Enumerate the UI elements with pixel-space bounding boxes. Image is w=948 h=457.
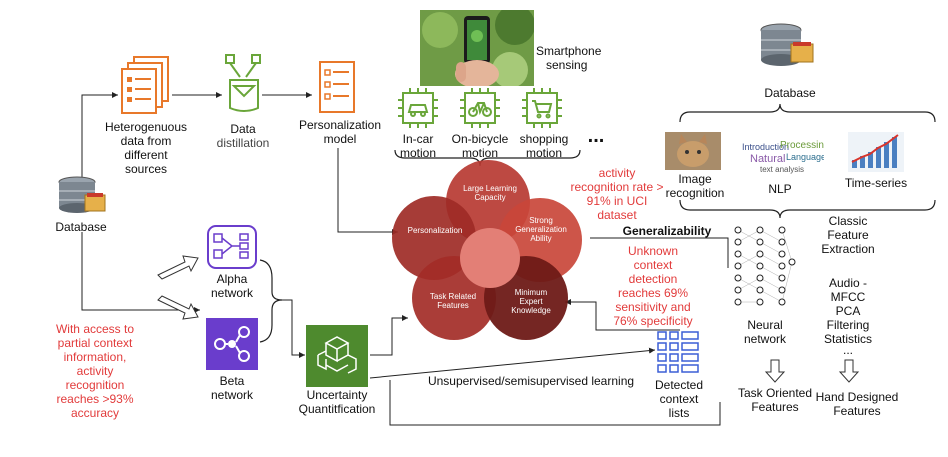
partial-context-text: With access to partial context informati…	[55, 322, 135, 420]
documents-icon	[121, 56, 169, 114]
flower-center	[460, 228, 520, 288]
context-lists-icon	[657, 331, 699, 373]
petal-large-label: Large Learning Capacity	[463, 184, 517, 202]
alpha-network-label: Alpha network	[210, 272, 254, 300]
neural-network-icon	[734, 226, 796, 306]
time-series-image	[848, 132, 904, 172]
time-series-label: Time-series	[844, 176, 908, 190]
audio-features-label: Audio - MFCC PCA Filtering Statistics ..…	[823, 276, 872, 357]
task-oriented-label: Task Oriented Features	[737, 386, 813, 414]
unsupervised-label: Unsupervised/semisupervised learning	[427, 374, 635, 388]
checklist-icon	[319, 61, 355, 113]
petal-task-label: Task Related Features	[429, 292, 477, 310]
beta-network-icon	[206, 318, 258, 370]
petal-strong-label: Strong Generalization Ability	[515, 216, 567, 243]
smartphone-photo	[420, 10, 534, 86]
flower-diagram	[392, 160, 582, 340]
unknown-context-text: Unknown context detection reaches 69% se…	[613, 244, 693, 328]
uncertainty-icon	[306, 325, 368, 387]
detected-context-label: Detected context lists	[654, 378, 704, 420]
image-recognition-label: Image recognition	[665, 172, 725, 200]
car-chip-icon	[398, 88, 438, 128]
personalization-model-label: Personalization model	[298, 118, 382, 146]
more-motions: ...	[587, 125, 605, 147]
svg-text:Introduction: Introduction	[742, 142, 789, 152]
petal-minimum-label: Minimum Expert Knowledge	[511, 288, 551, 315]
petal-personalization-label: Personalization	[407, 226, 463, 235]
nlp-label: NLP	[768, 182, 792, 196]
neural-network-label: Neural network	[743, 318, 787, 346]
smartphone-label: Smartphone sensing	[536, 44, 602, 72]
cart-chip-icon	[522, 88, 562, 128]
car-motion-label: In-car motion	[399, 132, 437, 160]
svg-text:Language: Language	[786, 152, 824, 162]
bicycle-chip-icon	[460, 88, 500, 128]
nlp-word-cloud: Introduction Processing Natural Language…	[742, 140, 824, 174]
classic-feature-label: Classic Feature Extraction	[821, 214, 875, 256]
database-left-label: Database	[55, 220, 107, 234]
generalizability-label: Generalizability	[622, 224, 712, 238]
bike-motion-label: On-bicycle motion	[451, 132, 509, 160]
cat-image	[665, 132, 721, 170]
hetero-label: Heterogenuous data from different source…	[104, 120, 188, 176]
hand-designed-label: Hand Designed Features	[815, 390, 899, 418]
svg-text:Natural: Natural	[750, 153, 785, 165]
svg-text:Processing: Processing	[780, 140, 824, 151]
shop-motion-label: shopping motion	[519, 132, 569, 160]
database-left-icon	[58, 176, 106, 213]
distillation-icon	[225, 54, 261, 112]
database-right-icon	[760, 23, 814, 66]
database-right-label: Database	[764, 86, 816, 100]
svg-text:text analysis: text analysis	[760, 165, 804, 174]
distill-label: Data distillation	[216, 122, 270, 150]
activity-rate-text: activity recognition rate > 91% in UCI d…	[570, 166, 664, 222]
alpha-network-icon	[207, 225, 257, 269]
uncertainty-label: Uncertainty Quantitfication	[298, 388, 376, 416]
beta-network-label: Beta network	[210, 374, 254, 402]
